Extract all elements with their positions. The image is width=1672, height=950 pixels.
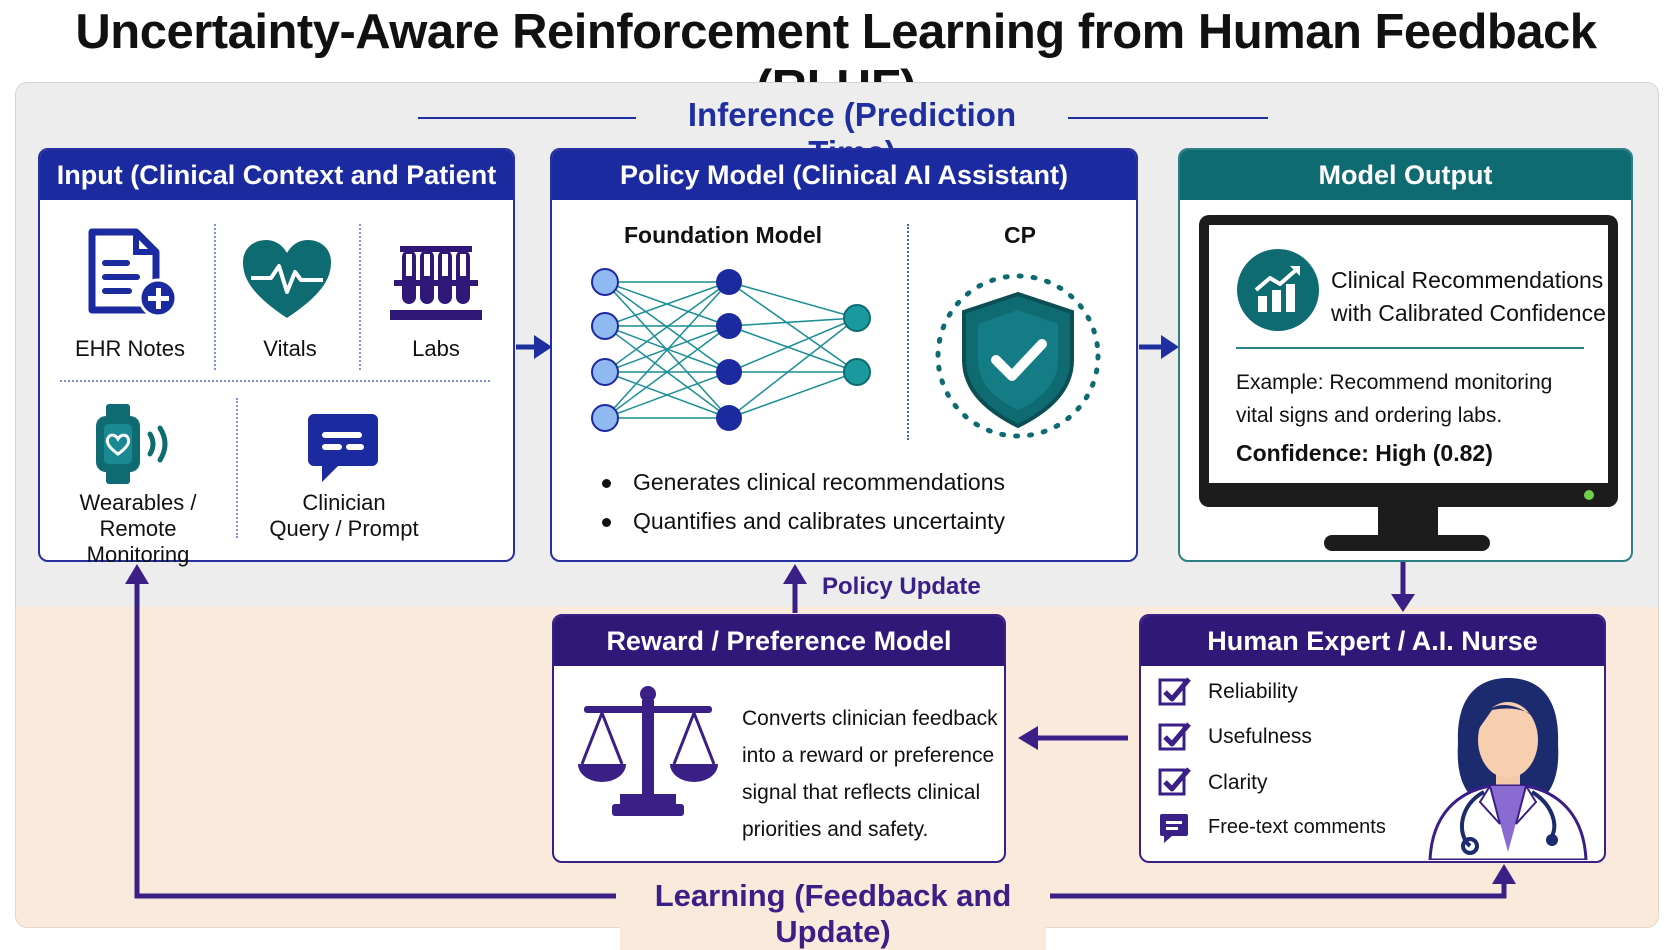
rec-line1: Clinical Recommendations (1331, 267, 1604, 293)
reward-desc-line: priorities and safety. (742, 818, 929, 841)
divider (236, 398, 238, 538)
cp-label: CP (1004, 222, 1036, 248)
arrow-policy-update (783, 564, 807, 613)
policy-panel-header: Policy Model (Clinical AI Assistant) (552, 150, 1136, 200)
policy-bullet-1: Generates clinical recommendations (602, 469, 1005, 496)
rec-line2: with Calibrated Confidence (1331, 300, 1606, 326)
heart-pulse-icon (243, 240, 331, 318)
free-text-comments: Free-text comments (1208, 816, 1386, 838)
chat-bubble-icon (308, 414, 378, 482)
output-panel-header: Model Output (1180, 150, 1631, 200)
document-plus-icon (88, 228, 178, 318)
divider (1236, 347, 1584, 349)
input-label-ehr: EHR Notes (74, 336, 186, 361)
input-label-vitals: Vitals (263, 336, 317, 361)
reward-panel-header: Reward / Preference Model (554, 616, 1004, 666)
arrow-policy-to-output (1139, 335, 1179, 359)
criterion-usefulness: Usefulness (1208, 725, 1312, 748)
reward-panel: Reward / Preference Model (552, 614, 1006, 863)
input-panel: Input (Clinical Context and Patient Data… (38, 148, 515, 562)
checkbox-checked-icon (1158, 722, 1191, 751)
input-label-wearables: Wearables / Remote Monitoring (48, 490, 228, 568)
reward-desc-line: Converts clinician feedback (742, 707, 998, 730)
policy-bullet-1-text: Generates clinical recommendations (633, 469, 1006, 495)
checkbox-checked-icon (1158, 677, 1191, 706)
divider (60, 380, 490, 382)
input-panel-header: Input (Clinical Context and Patient Data… (40, 150, 513, 240)
policy-bullet-2-text: Quantifies and calibrates uncertainty (633, 508, 1006, 534)
nurse-avatar-icon (1428, 678, 1588, 860)
evaluation-panel: Human Expert / A.I. Nurse Evaluation (1139, 614, 1606, 863)
example-line1: Example: Recommend monitoring (1236, 371, 1553, 394)
monitor-neck (1378, 507, 1438, 539)
input-label-clinician: Clinician Query / Prompt (258, 490, 430, 542)
example-line2: vital signs and ordering labs. (1236, 404, 1503, 427)
test-tubes-icon (390, 246, 482, 320)
learning-loop-arrow (125, 564, 1516, 899)
criterion-clarity: Clarity (1208, 771, 1268, 794)
scales-icon (578, 686, 718, 816)
wearables-line2: Remote Monitoring (86, 516, 190, 567)
divider (359, 224, 361, 370)
checkbox-checked-icon (1158, 767, 1191, 796)
power-indicator (1584, 490, 1594, 500)
arrow-eval-to-reward (1018, 726, 1128, 750)
policy-panel: Policy Model (Clinical AI Assistant) (550, 148, 1138, 562)
smartwatch-icon (96, 404, 168, 484)
example-text: Example: Recommend monitoring vital sign… (1236, 366, 1552, 432)
learning-label: Learning (Feedback and Update) (620, 878, 1046, 950)
shield-check-icon (935, 273, 1101, 439)
confidence-value: Confidence: High (0.82) (1236, 440, 1493, 466)
evaluation-panel-header: Human Expert / A.I. Nurse Evaluation (1141, 616, 1604, 706)
divider (907, 224, 909, 440)
neural-network-icon (591, 268, 871, 432)
policy-update-label: Policy Update (822, 573, 981, 600)
clinician-line1: Clinician (302, 490, 386, 515)
foundation-model-label: Foundation Model (623, 222, 822, 248)
policy-bullet-2: Quantifies and calibrates uncertainty (602, 508, 1005, 535)
reward-desc-line: signal that reflects clinical (742, 781, 981, 804)
clinician-line2: Query / Prompt (269, 516, 419, 541)
comment-icon (1160, 814, 1188, 843)
input-label-labs: Labs (412, 336, 460, 361)
reward-description: Converts clinician feedback into a rewar… (742, 700, 998, 848)
wearables-line1: Wearables / (79, 490, 197, 515)
chart-trend-icon (1237, 249, 1319, 331)
inference-rule-left (418, 117, 636, 119)
criterion-reliability: Reliability (1208, 680, 1298, 703)
arrow-input-to-policy (516, 335, 552, 359)
divider (214, 224, 216, 370)
recommendation-title: Clinical Recommendations with Calibrated… (1331, 264, 1606, 330)
inference-rule-right (1068, 117, 1268, 119)
arrow-output-to-eval (1391, 562, 1415, 612)
monitor-stand (1324, 535, 1490, 551)
reward-desc-line: into a reward or preference (742, 744, 995, 767)
